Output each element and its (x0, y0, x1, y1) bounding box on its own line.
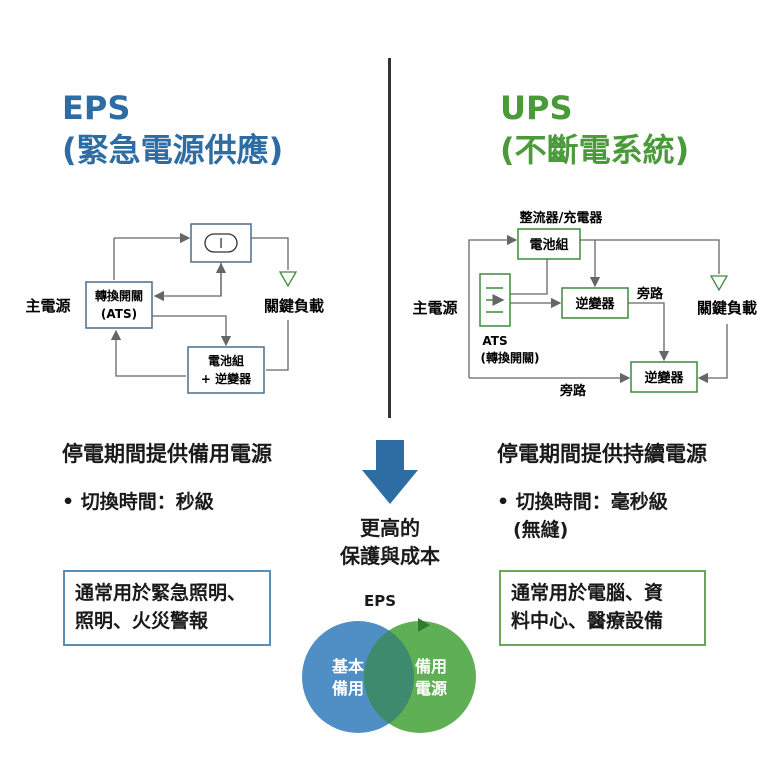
ups-main-power: 主電源 (412, 299, 457, 317)
eps-heading: 停電期間提供備用電源 (62, 442, 272, 466)
ups-inverter-1-label: 逆變器 (575, 296, 615, 312)
eps-battery-label-1: 電池組 (208, 353, 244, 368)
venn-overlap (364, 621, 414, 733)
venn-left-label-2: 備用 (332, 679, 364, 698)
ups-charger-label: 整流器/充電器 (519, 210, 604, 226)
eps-switch-symbol (204, 233, 238, 253)
venn-right-label-2: 電源 (415, 679, 447, 698)
ups-ats-label-1: ATS (482, 334, 507, 348)
eps-ats-label-1: 轉換開關 (95, 288, 143, 303)
center-divider (388, 58, 391, 418)
eps-load: 關鍵負載 (264, 297, 324, 315)
ups-ats-label-2: (轉換開關) (481, 350, 540, 365)
ups-subtitle: (不斷電系統) (500, 131, 690, 169)
ups-bullet-continued: (無縫) (513, 519, 569, 541)
eps-switch-symbol-label: I (219, 237, 223, 252)
ups-bullet: • 切換時間：毫秒級 (497, 491, 668, 513)
down-arrow-icon (362, 440, 418, 504)
ups-load-arrow (709, 275, 729, 292)
ups-inverter-2-label: 逆變器 (644, 370, 684, 386)
venn-label: EPS (363, 592, 397, 610)
venn-diagram: 基本 備用 備用 電源 (302, 618, 476, 733)
venn-right-label-1: 備用 (415, 657, 447, 676)
eps-main-power: 主電源 (25, 297, 70, 315)
ups-diagram: 整流器/充電器 電池組 主電源 ATS (轉換開關) 逆變器 旁路 逆變器 旁路… (412, 210, 757, 399)
ups-bypass-top: 旁路 (636, 286, 664, 302)
ups-battery-box (517, 228, 581, 260)
ups-note-box: 通常用於電腦、資 料中心、醫療設備 (499, 570, 706, 646)
eps-title: EPS (62, 89, 131, 127)
ups-heading: 停電期間提供持續電源 (497, 442, 707, 466)
ups-bypass-bottom: 旁路 (559, 383, 587, 399)
eps-bullet: • 切換時間：秒級 (62, 491, 214, 513)
eps-battery-label-2: + 逆變器 (201, 371, 252, 386)
center-text-line-1: 更高的 (360, 516, 420, 540)
eps-load-arrow (278, 271, 298, 288)
center-text-line-2: 保護與成本 (340, 544, 440, 568)
eps-diagram: I 轉換開關 (ATS) 電池組 + 逆變器 主電源 關鍵負載 (25, 223, 324, 394)
venn-left-label-1: 基本 (331, 657, 364, 676)
eps-battery-box (187, 346, 265, 394)
eps-ats-box (85, 281, 153, 329)
eps-subtitle: (緊急電源供應) (62, 131, 284, 169)
ups-inverter-2-box (630, 361, 698, 393)
ups-battery-label: 電池組 (529, 237, 568, 253)
ups-load: 關鍵負載 (697, 299, 757, 317)
eps-note-box: 通常用於緊急照明、 照明、火災警報 (63, 570, 271, 646)
ups-title: UPS (500, 89, 573, 127)
venn-arrow-icon (418, 618, 430, 632)
eps-ats-label-2: (ATS) (101, 307, 137, 321)
